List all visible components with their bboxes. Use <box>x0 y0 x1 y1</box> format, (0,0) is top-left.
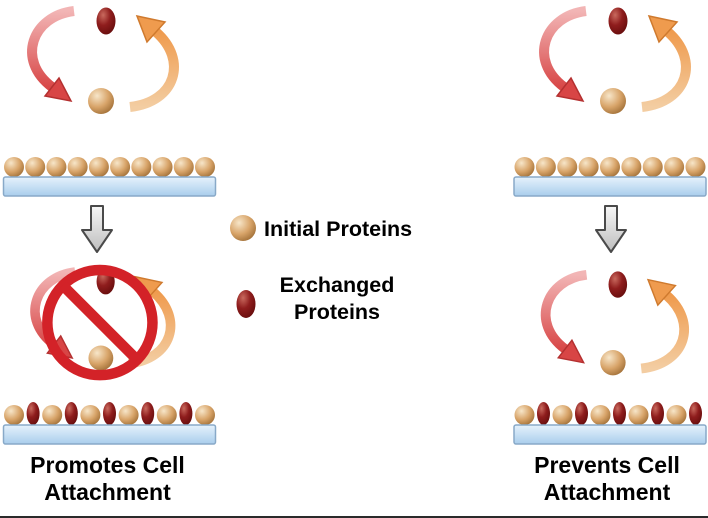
initial-protein-icon <box>621 157 642 177</box>
caption-promotes-cell-attachment: Promotes Cell Attachment <box>30 452 185 505</box>
initial-protein-icon <box>230 215 256 241</box>
legend-initial-protein-icon <box>228 213 258 243</box>
initial-protein-icon <box>156 405 177 425</box>
initial-protein-icon <box>666 405 687 425</box>
initial-protein-icon <box>514 405 535 425</box>
substrate-bar <box>2 176 217 197</box>
exchanged-protein-icon <box>26 402 40 425</box>
initial-protein-icon <box>4 157 24 177</box>
initial-protein-icon <box>118 405 139 425</box>
initial-protein-icon <box>628 405 649 425</box>
exchanged-protein-icon <box>689 402 702 425</box>
surface-diagram <box>513 157 707 197</box>
down-arrow-icon <box>78 203 116 255</box>
initial-protein-icon <box>590 405 611 425</box>
initial-protein-icon <box>25 157 46 177</box>
exchanged-protein-icon <box>64 402 78 425</box>
initial-protein-icon <box>685 157 706 177</box>
protein-row <box>4 402 215 425</box>
initial-protein-icon <box>173 157 194 177</box>
exchanged-protein-icon <box>651 402 664 425</box>
initial-protein-icon <box>552 405 573 425</box>
legend-exchanged-protein-icon <box>234 286 258 322</box>
initial-protein-icon <box>664 157 685 177</box>
surface-right-bottom <box>512 394 708 446</box>
substrate-bar <box>513 176 707 197</box>
exchange-cycle-diagram <box>522 268 698 390</box>
legend-exchanged-label: Exchanged Proteins <box>279 273 395 324</box>
surface-right-top <box>512 146 708 198</box>
initial-protein-icon <box>88 157 109 177</box>
figure-bottom-border <box>0 516 708 518</box>
initial-protein-icon <box>514 157 535 177</box>
exchanged-protein-icon <box>537 402 550 425</box>
exchange-cycle-right-top <box>520 4 700 129</box>
surface-diagram <box>513 402 707 445</box>
initial-protein-icon <box>110 157 131 177</box>
initial-protein-icon <box>42 405 63 425</box>
exchange-cycle-right-bottom <box>522 268 698 390</box>
initial-protein-icon <box>80 405 101 425</box>
surface-left-bottom <box>2 394 217 446</box>
exchanged-protein-icon <box>575 402 588 425</box>
exchanged-protein-icon <box>613 402 626 425</box>
initial-protein-icon <box>4 405 24 425</box>
exchanged-protein-icon <box>141 402 155 425</box>
initial-protein-icon <box>642 157 663 177</box>
down-arrow-left <box>78 203 116 255</box>
down-arrow-right <box>592 203 630 255</box>
initial-protein-icon <box>67 157 88 177</box>
initial-protein-icon <box>600 157 620 177</box>
exchanged-protein-icon <box>103 402 116 425</box>
substrate-bar <box>513 424 707 445</box>
initial-protein-icon <box>557 157 578 177</box>
surface-diagram <box>2 157 217 197</box>
exchange-cycle-diagram <box>520 4 700 129</box>
initial-protein-icon <box>195 405 215 425</box>
down-arrow-icon <box>592 203 630 255</box>
exchange-cycle-diagram <box>8 4 188 129</box>
initial-protein-icon <box>578 157 599 177</box>
exchanged-protein-icon <box>179 402 193 425</box>
initial-protein-icon <box>152 157 173 177</box>
protein-row <box>4 157 215 177</box>
exchanged-protein-icon <box>236 290 256 318</box>
protein-row <box>514 157 706 177</box>
initial-protein-icon <box>535 157 556 177</box>
protein-row <box>514 402 702 425</box>
initial-protein-icon <box>195 157 215 177</box>
legend-initial-label: Initial Proteins <box>264 217 413 241</box>
initial-protein-icon <box>131 157 152 177</box>
surface-left-top <box>2 146 217 198</box>
blocked-exchange-diagram <box>12 264 184 381</box>
blocked-exchange-cycle-left-bottom <box>12 264 184 386</box>
caption-prevents-cell-attachment: Prevents Cell Attachment <box>534 452 680 505</box>
initial-protein-icon <box>46 157 67 177</box>
surface-diagram <box>2 402 217 445</box>
substrate-bar <box>2 424 217 445</box>
prohibition-sign-icon <box>42 264 158 381</box>
exchange-cycle-left-top <box>8 4 188 129</box>
